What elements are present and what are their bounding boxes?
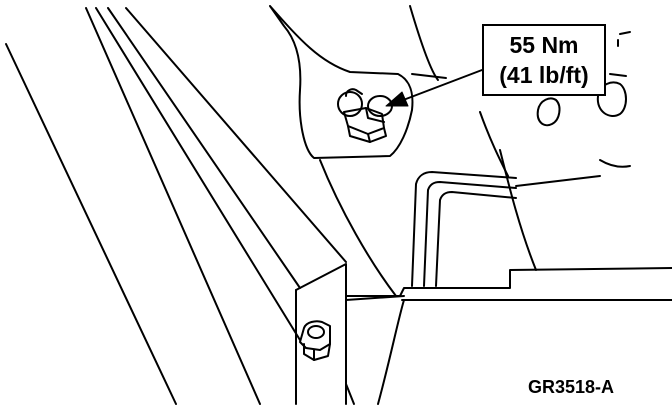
upper-right-structure (409, 5, 631, 271)
lower-plate (345, 267, 672, 405)
tube-bracket (411, 171, 517, 287)
figure-id-label: GR3518-A (528, 377, 615, 397)
upper-hex-bolt (337, 88, 393, 143)
casting-outline (269, 5, 447, 297)
torque-callout: 55 Nm (41 lb/ft) (482, 24, 606, 96)
left-frame-lines (5, 7, 347, 405)
torque-metric-label: 55 Nm (509, 32, 579, 58)
lower-hex-bolt (299, 320, 331, 361)
leader-arrow (385, 69, 483, 107)
torque-imperial-label: (41 lb/ft) (499, 62, 589, 88)
